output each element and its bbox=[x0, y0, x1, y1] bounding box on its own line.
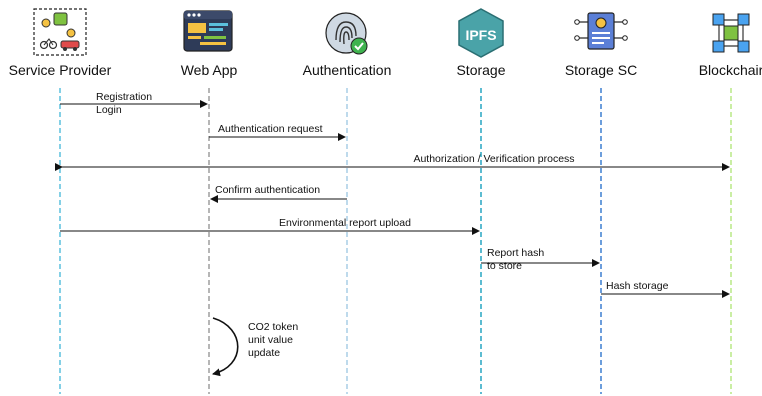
participant-label-authentication: Authentication bbox=[303, 62, 392, 78]
message-authorization-verification: Authorization / Verification process bbox=[413, 153, 574, 165]
participant-label-storage-sc: Storage SC bbox=[565, 62, 637, 78]
message-confirm-authentication: Confirm authentication bbox=[215, 184, 320, 196]
ipfs-icon-text: IPFS bbox=[465, 27, 496, 43]
participant-label-web-app: Web App bbox=[181, 62, 238, 78]
participant-label-blockchain: Blockchair bbox=[699, 62, 762, 78]
participant-label-service-provider: Service Provider bbox=[9, 62, 112, 78]
participant-label-storage: Storage bbox=[456, 62, 505, 78]
web-app-icon bbox=[183, 10, 233, 52]
ipfs-icon: IPFS bbox=[458, 8, 504, 58]
service-provider-icon bbox=[33, 8, 87, 56]
blockchain-icon bbox=[712, 13, 750, 53]
message-environmental-report-upload: Environmental report upload bbox=[279, 217, 411, 229]
smart-contract-icon bbox=[574, 12, 628, 50]
message-hash-storage: Hash storage bbox=[606, 280, 669, 292]
message-authentication-request: Authentication request bbox=[218, 123, 323, 135]
arrow-co2-token-update bbox=[212, 317, 239, 377]
fingerprint-icon bbox=[325, 12, 368, 55]
